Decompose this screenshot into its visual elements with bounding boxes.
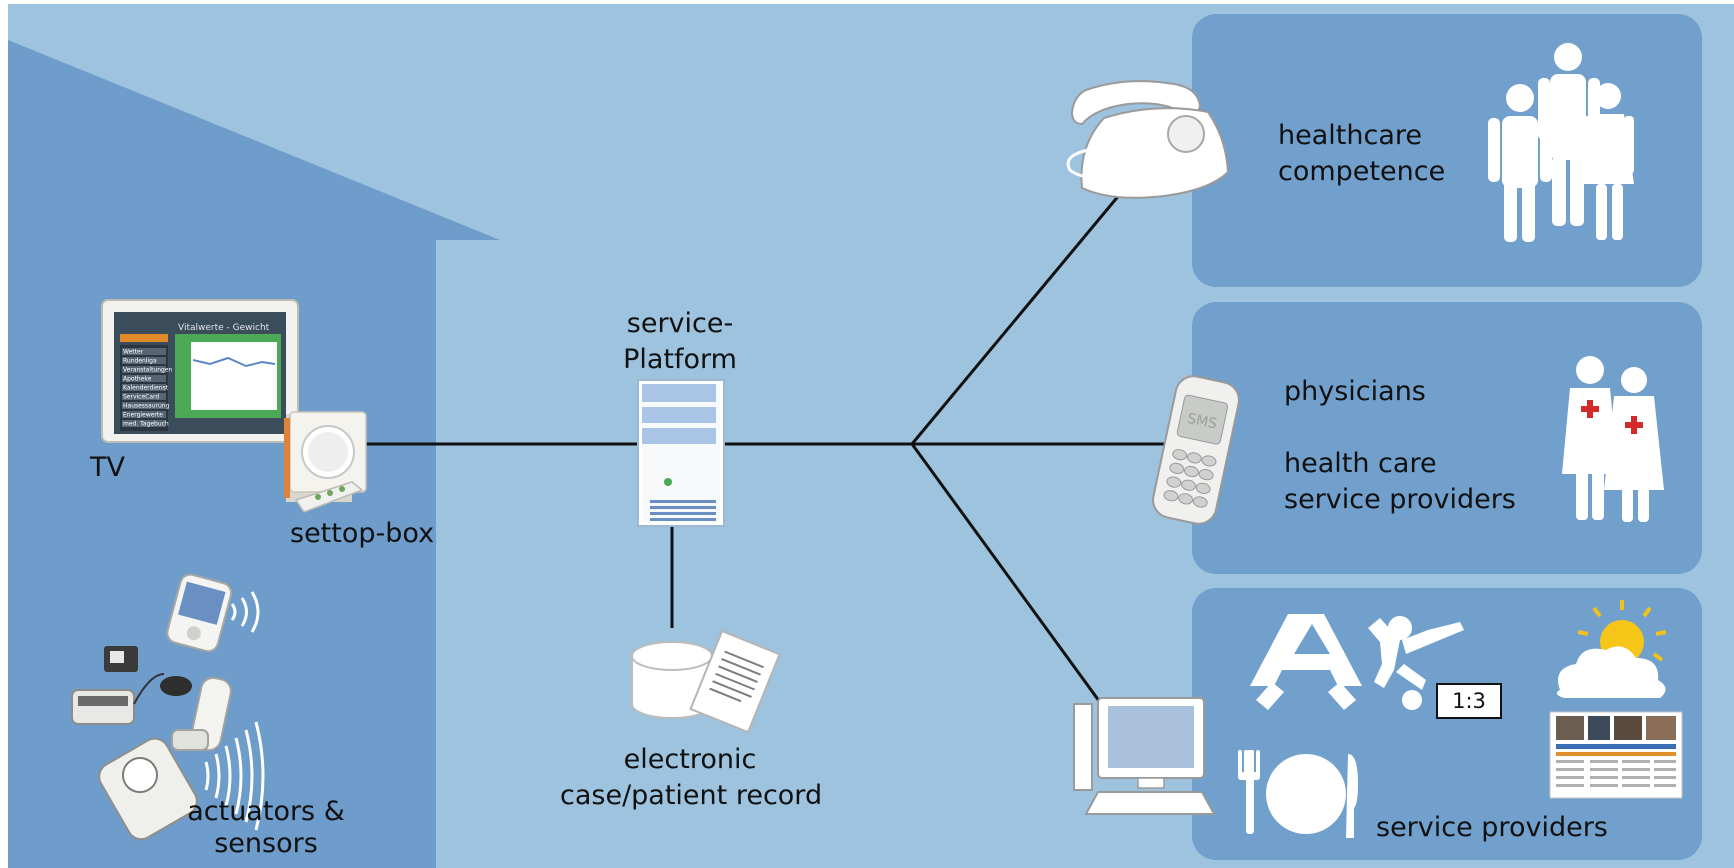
tv-menu-item: med. Tagebuch [123,421,169,428]
settop-box-icon [284,411,367,513]
tv-menu-item: Veranstaltungen [123,367,173,374]
tv-menu-item: ServiceCard [123,394,159,401]
tv-menu-item: Apotheke [123,376,152,383]
pharmacy-icon [1250,614,1362,710]
database-icon [631,641,713,719]
actuators-sensors-label: actuators & sensors [186,796,346,860]
healthcare-competence-line-2: competence [1278,156,1446,187]
electronic-record-line-1: electronic [623,744,757,775]
doctors-icon [1562,356,1664,522]
mobile-phone-icon: SMS [1152,375,1240,525]
weather-icon [1556,600,1667,698]
computer-icon [1073,697,1216,815]
football-player-icon [1368,616,1464,710]
actuators-sensors-line-1: actuators & [187,796,345,827]
service-providers-label: service providers [1376,812,1608,843]
telephone-icon [1066,80,1230,199]
tv-menu-item: Rundenliga [123,358,157,365]
family-icon [1488,43,1634,242]
sms-display-text: SMS [1186,411,1219,433]
server-icon [637,379,725,527]
sensor-devices-icon [71,573,265,841]
health-care-service-providers-label: health care service providers [1284,446,1516,518]
actuators-sensors-line-2: sensors [214,828,318,859]
newspaper-icon [1549,711,1683,799]
tv-menu-item: Wetter [123,349,144,356]
tv-screen-title: Vitalwerte - Gewicht [178,323,270,333]
line-hub-telephone [910,181,1132,445]
tv-menu-item: Kalenderdienst [123,385,169,392]
tv-label: TV [90,452,125,483]
panel-physicians [1192,302,1702,574]
tv-menu-item: Hausessaurung [123,403,170,410]
electronic-record-line-2: case/patient record [560,780,823,811]
service-platform-label: service- Platform [600,306,760,378]
settop-box-label: settop-box [290,518,435,549]
connection-lines [360,181,1166,706]
service-platform-line-2: Platform [623,344,737,375]
electronic-record-label: electronic case/patient record [560,742,823,814]
tv-icon: Vitalwerte - Gewicht [101,299,299,443]
plate-cutlery-icon [1238,750,1358,838]
health-care-service-providers-line-1: health care [1284,448,1437,479]
score-badge: 1:3 [1436,683,1502,719]
healthcare-competence-label: healthcare competence [1278,118,1445,190]
tv-menu-item: Energiewerte [123,412,163,419]
document-icon [689,629,781,734]
health-care-service-providers-line-2: service providers [1284,484,1516,515]
physicians-label: physicians [1284,376,1426,407]
healthcare-competence-line-1: healthcare [1278,120,1422,151]
line-hub-computer [910,443,1104,706]
service-platform-line-1: service- [626,308,734,339]
